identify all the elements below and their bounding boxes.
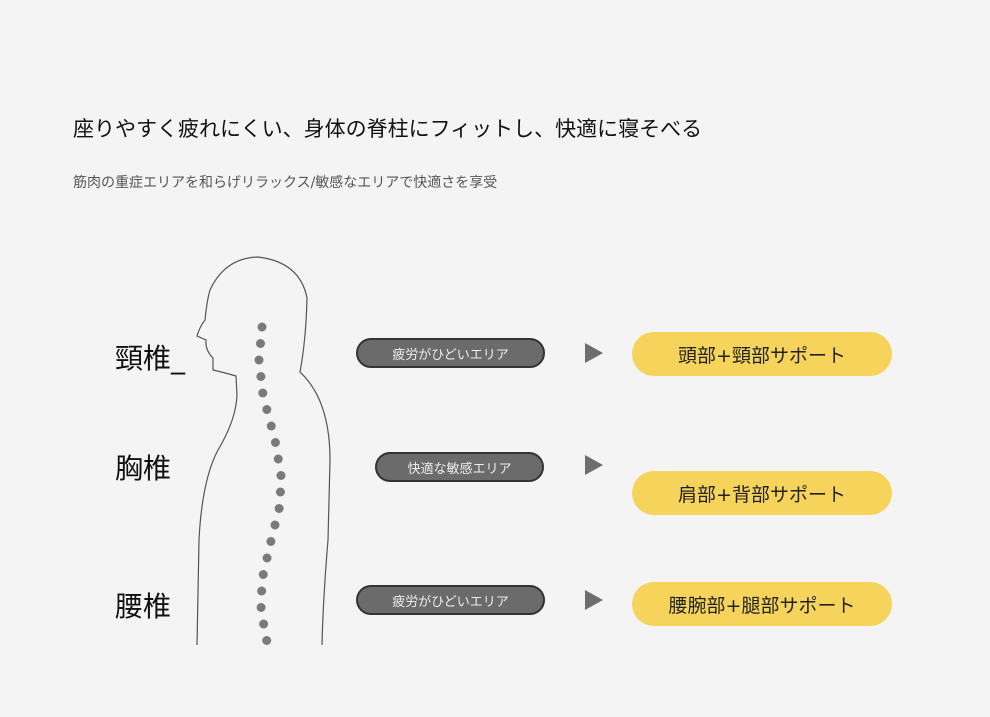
support-pill-head-neck: 頭部+頸部サポート — [632, 332, 892, 376]
label-lumbar: 腰椎 — [115, 590, 172, 623]
vertebra-dot — [257, 322, 267, 332]
area-pill-cervical: 疲労がひどいエリア — [356, 338, 545, 368]
spine-dots — [254, 322, 286, 645]
vertebra-dot — [259, 619, 269, 629]
vertebra-dot — [274, 504, 284, 513]
vertebra-dot — [262, 636, 272, 645]
vertebra-dot — [273, 454, 283, 464]
vertebra-dot — [275, 487, 285, 497]
vertebra-dot — [262, 405, 272, 414]
vertebra-dot — [266, 537, 276, 546]
vertebra-dot — [256, 603, 266, 612]
vertebra-dot — [262, 553, 272, 563]
support-pill-waist-legs: 腰腕部+腿部サポート — [632, 582, 892, 626]
arrow-right-icon — [585, 455, 603, 475]
vertebra-dot — [276, 471, 286, 480]
support-pill-shoulder-back: 肩部+背部サポート — [632, 471, 892, 515]
arrow-right-icon — [585, 590, 603, 610]
vertebra-dot — [257, 586, 267, 596]
vertebra-dot — [258, 570, 268, 579]
subheadline: 筋肉の重症エリアを和らげリラックス/敏感なエリアで快適さを享受 — [73, 175, 498, 191]
arrow-right-icon — [585, 343, 603, 363]
area-pill-thoracic: 快適な敏感エリア — [375, 452, 544, 482]
vertebra-dot — [270, 520, 280, 530]
label-cervical: 頸椎_ — [115, 342, 186, 375]
label-thoracic: 胸椎 — [115, 452, 172, 485]
vertebra-dot — [270, 438, 280, 447]
headline: 座りやすく疲れにくい、身体の脊柱にフィットし、快適に寝そべる — [73, 117, 703, 141]
vertebra-dot — [266, 421, 276, 431]
area-pill-lumbar: 疲労がひどいエリア — [356, 585, 545, 615]
vertebra-dot — [254, 355, 264, 365]
vertebra-dot — [256, 372, 266, 381]
vertebra-dot — [256, 339, 265, 348]
vertebra-dot — [258, 388, 268, 398]
